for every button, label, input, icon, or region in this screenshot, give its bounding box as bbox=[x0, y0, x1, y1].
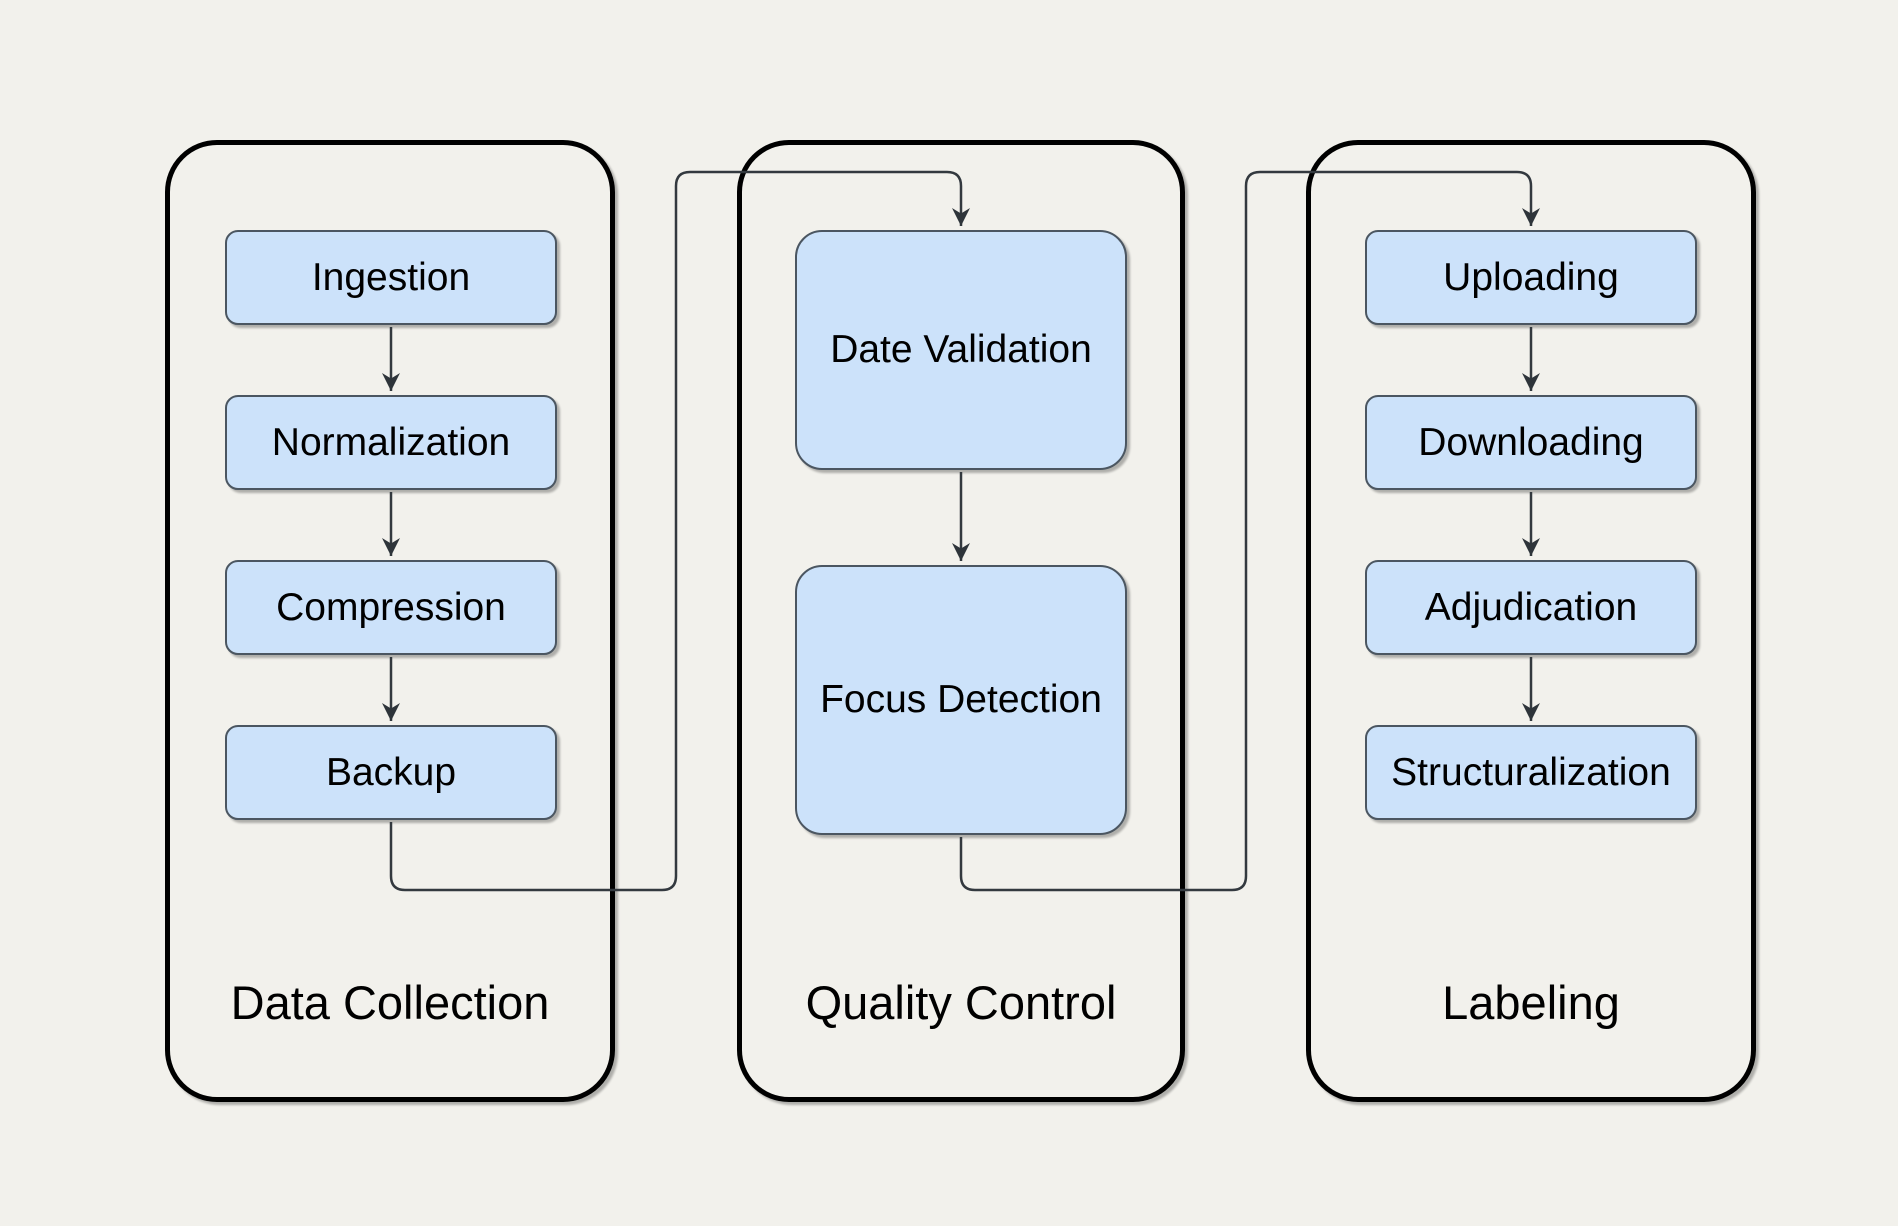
node-downloading[interactable]: Downloading bbox=[1365, 395, 1697, 490]
group-title-labeling: Labeling bbox=[1442, 975, 1620, 1029]
node-date-validation[interactable]: Date Validation bbox=[795, 230, 1127, 470]
node-ingestion[interactable]: Ingestion bbox=[225, 230, 557, 325]
node-normalization[interactable]: Normalization bbox=[225, 395, 557, 490]
node-structuralization[interactable]: Structuralization bbox=[1365, 725, 1697, 820]
node-compression[interactable]: Compression bbox=[225, 560, 557, 655]
node-focus-detection[interactable]: Focus Detection bbox=[795, 565, 1127, 835]
group-title-quality-control: Quality Control bbox=[805, 975, 1117, 1029]
node-adjudication[interactable]: Adjudication bbox=[1365, 560, 1697, 655]
group-title-data-collection: Data Collection bbox=[230, 975, 550, 1029]
node-uploading[interactable]: Uploading bbox=[1365, 230, 1697, 325]
node-backup[interactable]: Backup bbox=[225, 725, 557, 820]
